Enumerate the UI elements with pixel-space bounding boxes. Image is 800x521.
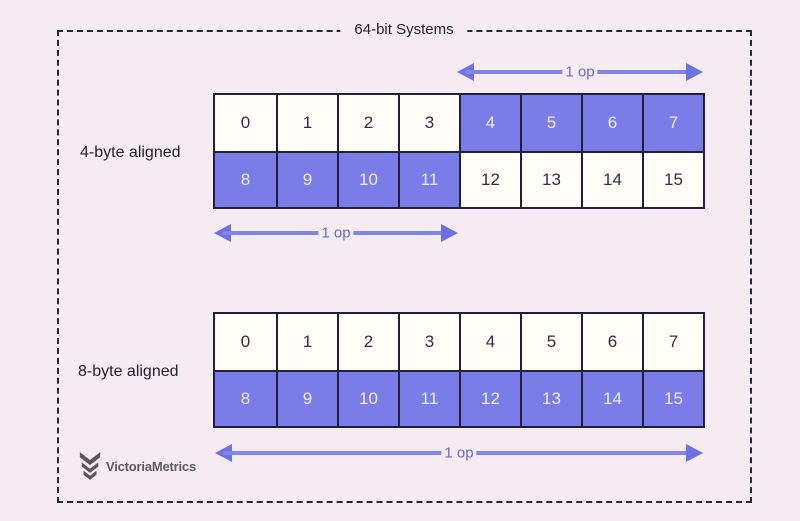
byte-cell: 14 <box>581 370 642 426</box>
byte-cell: 12 <box>459 370 520 426</box>
byte-cell: 9 <box>276 151 337 207</box>
byte-cell: 12 <box>459 151 520 207</box>
byte-cell: 3 <box>398 95 459 151</box>
op-label: 1 op <box>441 444 477 462</box>
op-span-arrow-4byte-bottom: 1 op <box>214 222 458 244</box>
byte-cell: 0 <box>240 113 251 132</box>
arrow-right-icon <box>686 63 703 81</box>
byte-cell: 11 <box>398 370 459 426</box>
byte-cell: 9 <box>276 370 337 426</box>
arrow-right-icon <box>441 224 458 242</box>
byte-cell: 0 <box>240 332 251 351</box>
byte-cell: 7 <box>642 314 703 370</box>
byte-grid-4-byte: 0 1 2 3 4 5 6 7 8 9 10 11 12 13 14 15 <box>213 93 705 209</box>
byte-cell: 4 <box>459 314 520 370</box>
byte-cell: 8 <box>215 370 276 426</box>
byte-cell: 7 <box>642 95 703 151</box>
byte-cell: 14 <box>581 151 642 207</box>
victoriametrics-logo-text: VictoriaMetrics <box>106 458 196 474</box>
victoriametrics-logo-icon <box>78 451 102 481</box>
byte-cell: 10 <box>337 370 398 426</box>
byte-cell: 13 <box>520 151 581 207</box>
byte-cell: 3 <box>398 314 459 370</box>
byte-grid-8-byte: 0 1 2 3 4 5 6 7 8 9 10 11 12 13 14 15 <box>213 312 705 428</box>
victoriametrics-logo: VictoriaMetrics <box>78 451 196 481</box>
byte-cell: 15 <box>642 370 703 426</box>
byte-cell: 11 <box>398 151 459 207</box>
section-label-4-byte: 4-byte aligned <box>80 144 181 161</box>
byte-cell: 13 <box>520 370 581 426</box>
byte-cell: 5 <box>520 314 581 370</box>
byte-cell: 2 <box>337 314 398 370</box>
byte-cell: 6 <box>581 95 642 151</box>
byte-cell: 1 <box>276 95 337 151</box>
byte-cell: 1 <box>276 314 337 370</box>
byte-cell: 6 <box>581 314 642 370</box>
op-label: 1 op <box>318 224 354 242</box>
section-label-8-byte: 8-byte aligned <box>78 363 179 380</box>
byte-cell: 8 <box>215 151 276 207</box>
op-label: 1 op <box>562 63 598 81</box>
arrow-right-icon <box>686 444 703 462</box>
byte-cell: 10 <box>337 151 398 207</box>
diagram-title: 64-bit Systems <box>340 21 468 38</box>
byte-cell: 2 <box>337 95 398 151</box>
byte-cell: 4 <box>459 95 520 151</box>
byte-cell: 5 <box>520 95 581 151</box>
op-span-arrow-4byte-top: 1 op <box>457 61 703 83</box>
byte-cell: 15 <box>642 151 703 207</box>
op-span-arrow-8byte-bottom: 1 op <box>215 442 703 464</box>
